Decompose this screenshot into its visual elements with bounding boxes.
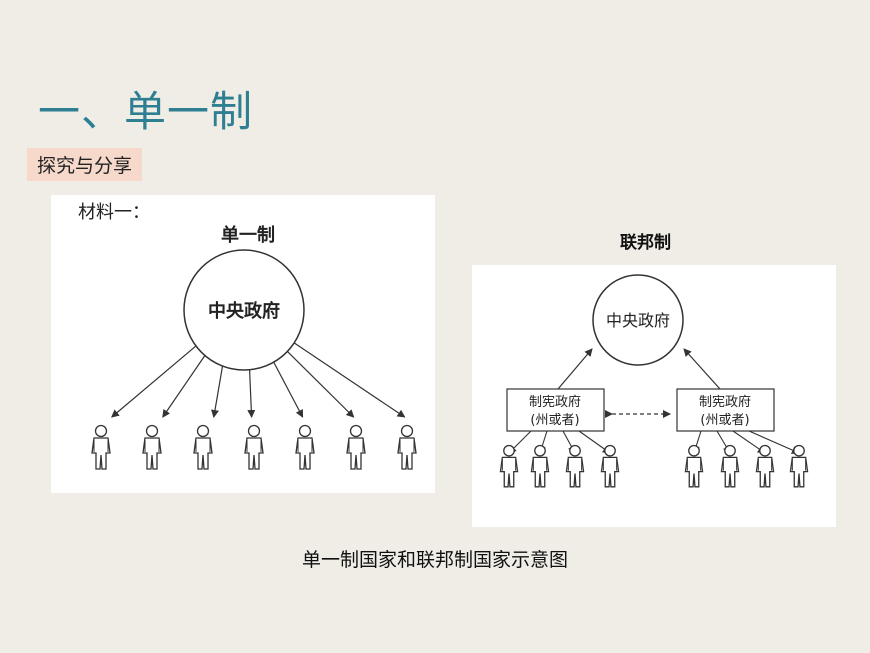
person-icon — [530, 444, 550, 488]
unitary-diagram: 单一制 中央政府 — [91, 224, 417, 470]
unitary-arrow — [247, 369, 256, 418]
person-icon — [684, 444, 704, 488]
unitary-arrow — [111, 345, 197, 418]
right-state-line2: (州或者) — [700, 413, 749, 428]
unitary-arrows — [111, 342, 406, 418]
slide-title: 一、单一制 — [38, 87, 254, 136]
federal-arrows — [508, 430, 800, 454]
right-state-line1: 制宪政府 — [699, 394, 751, 410]
right-state-arrow — [683, 348, 721, 390]
federal-people — [499, 444, 809, 488]
unitary-arrow — [211, 365, 224, 418]
left-state-line1: 制宪政府 — [529, 394, 581, 410]
unitary-arrow — [286, 351, 355, 418]
person-icon — [720, 444, 740, 488]
person-icon — [91, 424, 111, 470]
person-icon — [755, 444, 775, 488]
federal-diagram: 中央政府 制宪政府 (州或者) 制宪政府 (州或者) — [499, 274, 809, 488]
federal-center-circle — [592, 274, 684, 366]
unitary-center-circle — [183, 249, 305, 371]
unitary-arrow — [273, 361, 304, 418]
person-icon — [244, 424, 264, 470]
unitary-diagram-panel: 单一制 中央政府 — [51, 195, 435, 493]
federal-arrow — [748, 430, 800, 454]
unitary-arrow — [162, 355, 206, 418]
unitary-label: 单一制 — [221, 224, 275, 246]
person-icon — [600, 444, 620, 488]
person-icon — [499, 444, 519, 488]
right-state-box — [676, 388, 775, 432]
person-icon — [789, 444, 809, 488]
federal-diagram-panel: 中央政府 制宪政府 (州或者) 制宪政府 (州或者) — [472, 265, 836, 527]
unitary-center-label: 中央政府 — [208, 300, 280, 322]
left-state-box — [506, 388, 605, 432]
material-label: 材料一： — [78, 202, 150, 223]
federal-center-label: 中央政府 — [606, 311, 670, 330]
person-icon — [193, 424, 213, 470]
left-state-line2: (州或者) — [530, 413, 579, 428]
left-state-arrow — [557, 348, 593, 390]
federal-label: 联邦制 — [620, 233, 671, 253]
person-icon — [295, 424, 315, 470]
unitary-people — [91, 424, 417, 470]
diagram-caption: 单一制国家和联邦制国家示意图 — [301, 549, 568, 571]
person-icon — [565, 444, 585, 488]
person-icon — [142, 424, 162, 470]
person-icon — [346, 424, 366, 470]
unitary-arrow — [293, 342, 406, 418]
person-icon — [397, 424, 417, 470]
section-tag: 探究与分享 — [27, 148, 143, 181]
